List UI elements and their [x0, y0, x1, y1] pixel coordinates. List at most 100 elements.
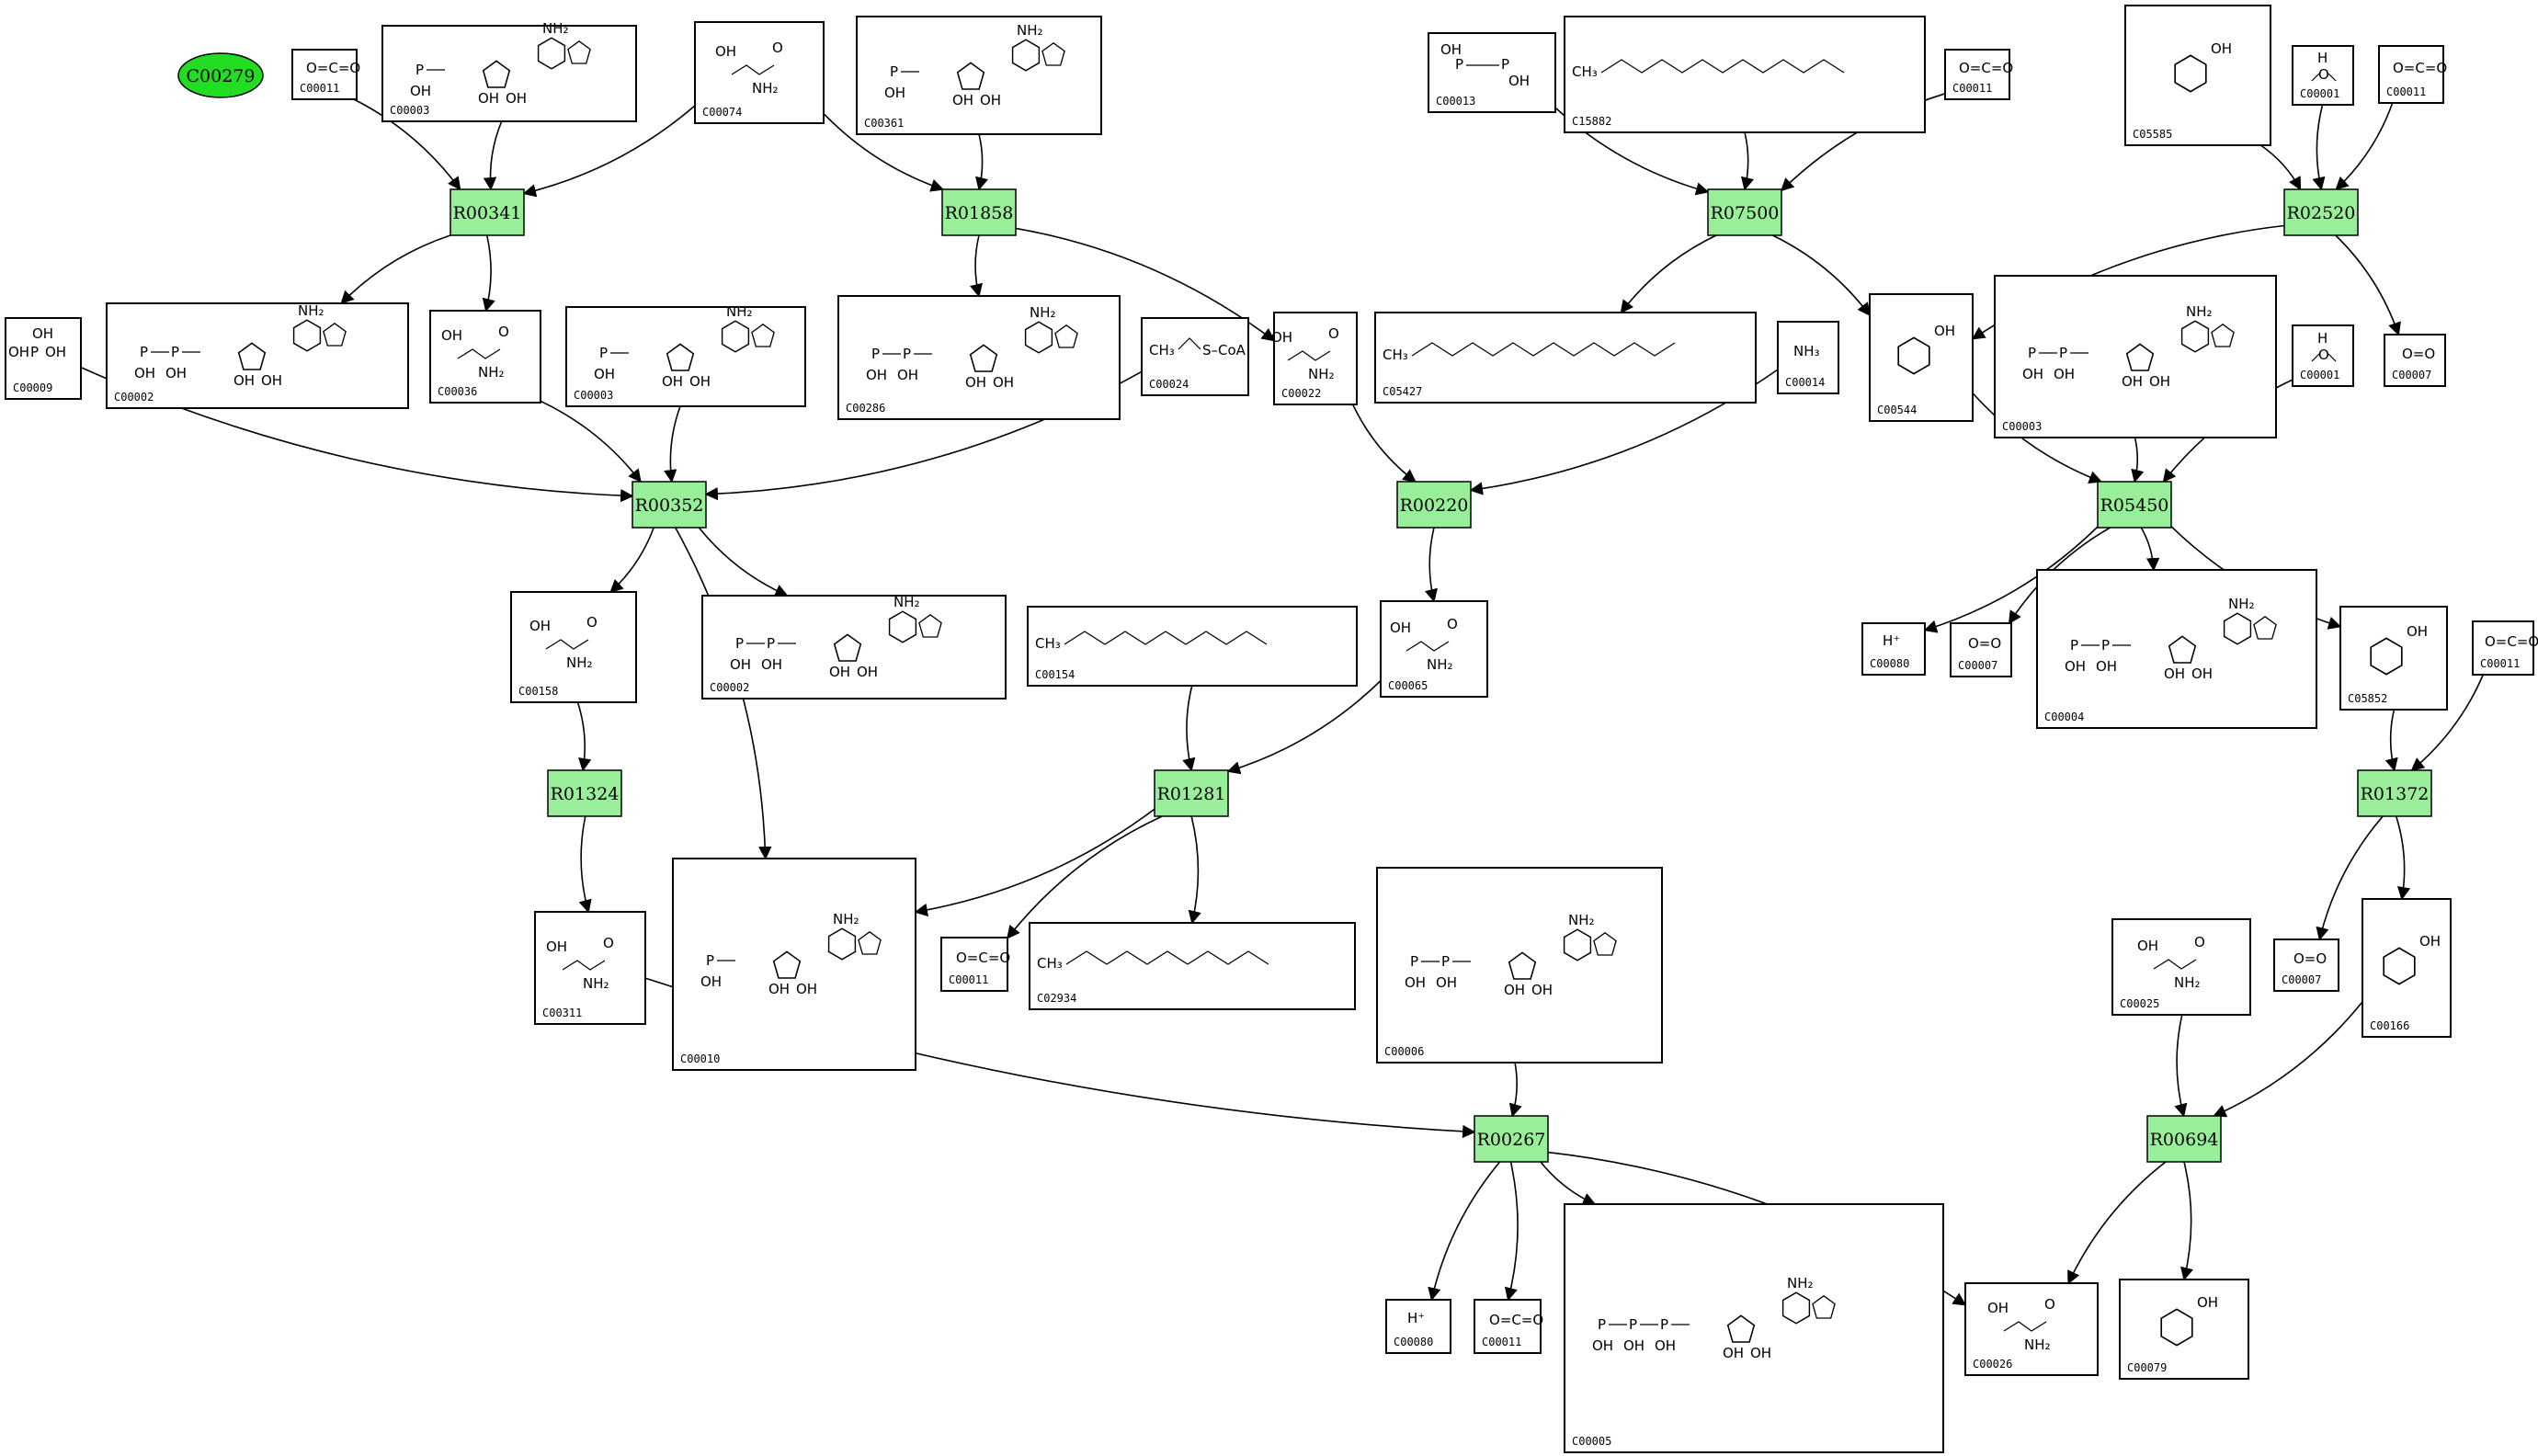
reaction-node-r01372[interactable]: R01372 — [2357, 769, 2432, 817]
structure-atom-label: OH — [866, 367, 887, 383]
edge-arrow — [2213, 1001, 2363, 1118]
compound-structure: OH — [1897, 323, 1955, 375]
edge-arrow — [2316, 815, 2384, 941]
edge-arrow — [1424, 527, 1438, 603]
compound-box — [2036, 569, 2317, 729]
structure-atom-label: OH — [2022, 366, 2043, 382]
structure-atom-label: OH — [2211, 40, 2232, 57]
compound-box — [1380, 600, 1488, 698]
structure-atom-label: OH — [2065, 658, 2086, 675]
structure-atom-label: OH — [410, 83, 431, 99]
edge-arrow — [1741, 131, 1755, 191]
structure-atom-label: OH — [441, 327, 462, 344]
structure-atom-label: P — [903, 346, 911, 362]
compound-box — [672, 858, 916, 1071]
structure-atom-label: OH — [2407, 623, 2428, 640]
reaction-node-r00694[interactable]: R00694 — [2146, 1115, 2222, 1163]
compound-id-label: C00065 — [1388, 679, 1428, 692]
compound-id-label: C00003 — [390, 104, 429, 117]
structure-atom-label: NH₂ — [2174, 974, 2201, 991]
structure-atom-label: O — [498, 324, 509, 340]
reaction-node-r01324[interactable]: R01324 — [547, 769, 622, 817]
structure-atom-label: NH₃ — [1793, 343, 1820, 359]
edge-arrow — [664, 405, 681, 483]
compound-node-c00080[interactable]: H⁺C00080 — [1861, 622, 1926, 676]
reaction-node-r00267[interactable]: R00267 — [1474, 1115, 1549, 1163]
seed-compound-node[interactable]: C00279 — [177, 52, 264, 98]
reaction-node-r00352[interactable]: R00352 — [632, 481, 707, 529]
structure-atom-label: P — [1501, 56, 1509, 73]
compound-box — [1428, 32, 1556, 113]
structure-atom-label: OH — [768, 981, 790, 997]
compound-id-label: C00361 — [864, 117, 904, 130]
structure-atom-label: O — [586, 614, 598, 631]
compound-structure: O=C=O — [1489, 1312, 1543, 1328]
reaction-node-r01281[interactable]: R01281 — [1154, 769, 1229, 817]
structure-atom-label: OH — [1504, 982, 1525, 998]
structure-atom-label: NH₂ — [478, 364, 505, 381]
compound-id-label: C00011 — [1952, 82, 1992, 95]
structure-atom-label: OH — [662, 373, 683, 390]
structure-atom-label: OH — [1436, 974, 1457, 991]
reaction-node-r01858[interactable]: R01858 — [941, 188, 1017, 236]
structure-atom-label: P — [706, 952, 714, 969]
reaction-node-r00341[interactable]: R00341 — [450, 188, 525, 236]
edge-arrow — [1923, 526, 2099, 633]
structure-atom-label: OH — [952, 92, 973, 108]
reaction-node-r05450[interactable]: R05450 — [2097, 481, 2172, 529]
reaction-node-r02520[interactable]: R02520 — [2283, 188, 2359, 236]
compound-node-c00080[interactable]: H⁺C00080 — [1385, 1299, 1451, 1354]
compound-structure: O=C=O — [956, 950, 1010, 966]
reaction-node-r07500[interactable]: R07500 — [1707, 188, 1782, 236]
reaction-node-r00220[interactable]: R00220 — [1396, 481, 1472, 529]
